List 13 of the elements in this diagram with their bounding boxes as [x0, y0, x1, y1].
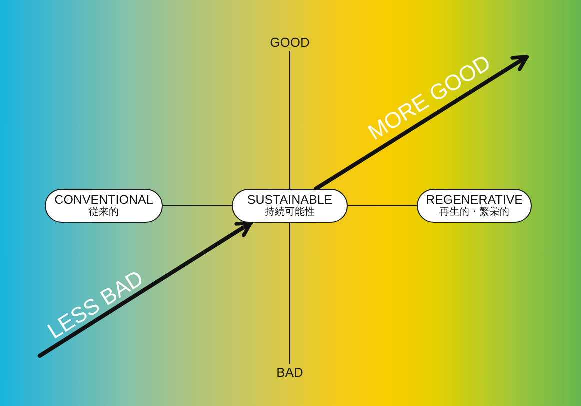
arrow: [314, 55, 529, 191]
axis-label: BAD: [276, 364, 304, 380]
arrow: [38, 221, 253, 358]
stage-label: REGENERATIVE: [426, 193, 523, 207]
pill-node: [417, 189, 532, 223]
japanese-sublabel: 再生的・繁栄的: [440, 207, 510, 219]
axis-label: GOOD: [270, 34, 310, 50]
japanese-sublabel: 持続可能性: [265, 207, 315, 219]
stage-label: CONVENTIONAL: [54, 193, 154, 207]
pill-node: [232, 189, 348, 223]
stage-label: SUSTAINABLE: [247, 193, 333, 207]
pill-node: [45, 189, 163, 223]
japanese-sublabel: 従来的: [89, 207, 119, 219]
